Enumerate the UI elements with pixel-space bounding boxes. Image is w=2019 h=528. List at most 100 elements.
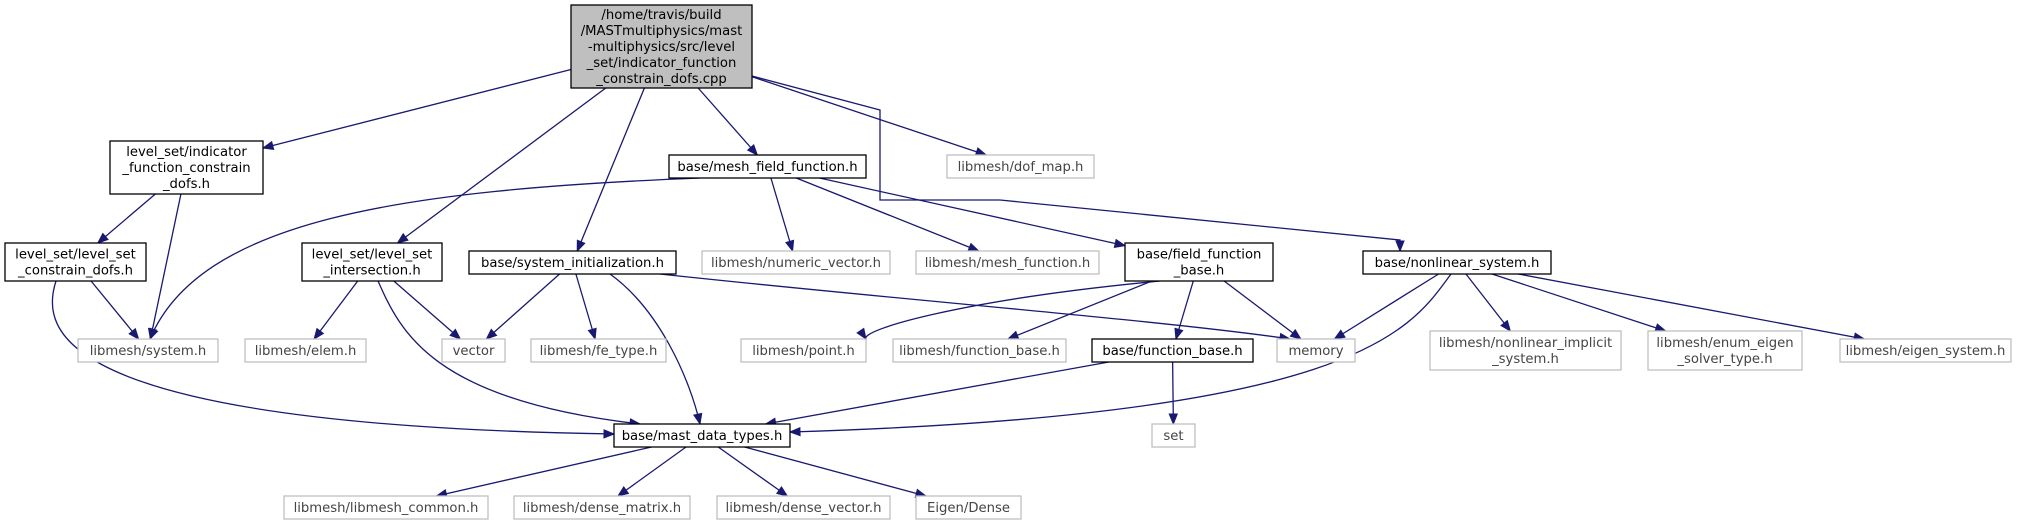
node-label: _set/indicator_function	[586, 56, 737, 71]
edge-line	[796, 177, 979, 252]
node-box	[915, 495, 1022, 520]
node-box	[915, 250, 1100, 275]
node-sysinit-h[interactable]: base/system_initialization.h	[468, 250, 677, 275]
edge-line	[1491, 273, 1666, 332]
node-mff-h[interactable]: base/mesh_field_function.h	[668, 154, 867, 179]
edge-arrowhead	[485, 328, 498, 340]
node-ifc-h[interactable]: level_set/indicator_function_constrain_d…	[109, 140, 264, 195]
node-dvector: libmesh/dense_vector.h	[716, 495, 891, 520]
edge-sysinit-h-to-memory	[659, 273, 1292, 343]
node-eigensys: libmesh/eigen_system.h	[1839, 338, 2012, 363]
edge-nls-h-to-eigentype	[1491, 273, 1667, 333]
edge-arrowhead	[788, 426, 801, 437]
node-box	[1124, 242, 1274, 282]
edge-arrowhead	[96, 232, 109, 244]
node-box	[613, 423, 791, 448]
edge-arrowhead	[1006, 330, 1020, 340]
edge-mff-h-to-ffb-h	[819, 177, 1127, 248]
node-bfb-h[interactable]: base/function_base.h	[1091, 338, 1254, 363]
node-label: _constrain_dofs.cpp	[595, 72, 727, 87]
node-box	[513, 495, 691, 520]
node-box	[77, 338, 219, 363]
edge-line	[576, 87, 646, 252]
edge-line	[1007, 280, 1153, 340]
node-system: libmesh/system.h	[77, 338, 219, 363]
node-box	[946, 154, 1095, 179]
edge-arrowhead	[785, 239, 795, 253]
node-label: base/field_function	[1137, 248, 1262, 263]
node-label: libmesh/eigen_system.h	[1846, 344, 2006, 359]
node-label: libmesh/enum_eigen	[1656, 336, 1793, 351]
edge-line	[97, 193, 156, 244]
node-label: libmesh/function_base.h	[899, 344, 1060, 359]
node-label: level_set/level_set	[312, 248, 433, 263]
node-lfb: libmesh/function_base.h	[892, 338, 1067, 363]
edge-arrowhead	[603, 429, 616, 439]
node-box	[441, 338, 506, 363]
node-ffb-h[interactable]: base/field_function_base.h	[1124, 242, 1274, 282]
edge-line	[697, 87, 758, 156]
node-lsi-h[interactable]: level_set/level_set_intersection.h	[301, 242, 443, 282]
node-root[interactable]: /home/travis/build/MASTmultiphysics/mast…	[570, 4, 753, 89]
edge-line	[819, 177, 1126, 247]
node-label: _system.h	[1491, 352, 1559, 367]
edge-line	[377, 280, 641, 425]
node-lscd-h[interactable]: level_set/level_set_constrain_dofs.h	[4, 242, 147, 282]
node-box	[1839, 338, 2012, 363]
edges-layer	[51, 68, 1866, 499]
node-box	[1276, 338, 1356, 363]
edge-sysinit-h-to-vector	[485, 273, 560, 340]
node-label: level_set/indicator	[126, 145, 247, 160]
edge-arrowhead	[1174, 327, 1184, 341]
edge-mff-h-to-system	[149, 177, 701, 341]
node-label: memory	[1288, 344, 1343, 359]
edge-line	[1465, 273, 1511, 332]
edge-arrowhead	[1395, 240, 1405, 253]
node-label: libmesh/point.h	[752, 344, 855, 359]
edge-sysinit-h-to-mdt-h	[609, 273, 703, 426]
edge-arrowhead	[967, 242, 980, 252]
edge-ifc-h-to-system	[147, 193, 182, 341]
edge-line	[393, 280, 461, 340]
node-label: base/mast_data_types.h	[622, 429, 783, 444]
node-box	[1362, 250, 1552, 275]
edge-line	[51, 280, 615, 435]
node-box	[301, 242, 443, 282]
edge-line	[751, 76, 987, 156]
edge-mdt-h-to-eigendense	[744, 446, 928, 498]
edge-line	[575, 273, 596, 340]
edge-line	[617, 446, 687, 497]
edge-mdt-h-to-dmatrix	[616, 446, 687, 497]
node-label: libmesh/dense_vector.h	[726, 501, 882, 516]
edge-bfb-h-to-set	[1168, 361, 1178, 426]
node-numvec: libmesh/numeric_vector.h	[701, 250, 891, 275]
edge-lsi-h-to-vector	[393, 280, 462, 340]
edge-root-to-sysinit-h	[576, 87, 646, 253]
edge-arrowhead	[449, 328, 462, 340]
node-nls-h[interactable]: base/nonlinear_system.h	[1362, 250, 1552, 275]
edge-line	[1518, 273, 1865, 340]
edge-mff-h-to-meshfn	[796, 177, 980, 252]
edge-lscd-h-to-mdt-h	[51, 280, 616, 439]
node-label: libmesh/system.h	[90, 344, 207, 359]
node-mdt-h[interactable]: base/mast_data_types.h	[613, 423, 791, 448]
node-box	[701, 250, 891, 275]
node-box	[1091, 338, 1254, 363]
edge-nls-h-to-memory	[1333, 273, 1439, 340]
node-dmatrix: libmesh/dense_matrix.h	[513, 495, 691, 520]
edge-lsi-h-to-elem	[313, 280, 359, 341]
edge-sysinit-h-to-fetype	[575, 273, 597, 341]
node-vector: vector	[441, 338, 506, 363]
node-fetype: libmesh/fe_type.h	[530, 338, 667, 363]
edge-nls-h-to-nlimp	[1465, 273, 1512, 333]
node-label: libmesh/nonlinear_implicit	[1439, 336, 1612, 351]
edge-arrowhead	[1500, 319, 1512, 333]
edge-root-to-dofmap	[751, 76, 988, 157]
edge-mdt-h-to-common	[435, 446, 652, 499]
node-label: level_set/level_set	[15, 248, 136, 263]
node-label: -multiphysics/src/level	[588, 40, 735, 55]
edge-line	[744, 446, 927, 497]
edge-arrowhead	[396, 232, 409, 244]
node-label: _base.h	[1173, 264, 1225, 279]
node-label: base/system_initialization.h	[481, 256, 664, 271]
